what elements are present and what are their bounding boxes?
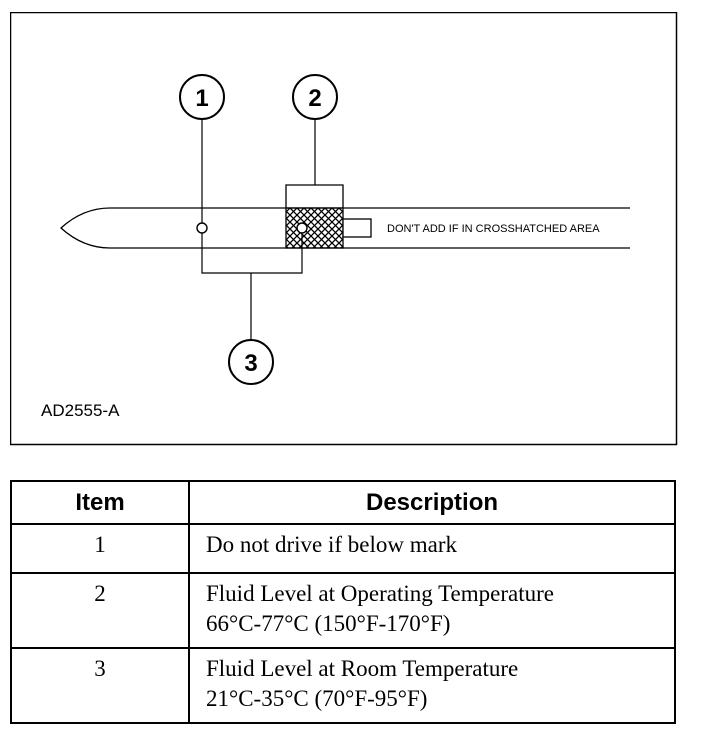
table-row: 1 Do not drive if below mark xyxy=(10,523,676,574)
description-line: 66°C-77°C (150°F-170°F) xyxy=(206,611,451,636)
figure-id: AD2555-A xyxy=(41,401,120,420)
description-line: Do not drive if below mark xyxy=(206,532,458,557)
dipstick-note: DON'T ADD IF IN CROSSHATCHED AREA xyxy=(387,223,600,235)
item-description: Fluid Level at Operating Temperature 66°… xyxy=(188,572,676,649)
callout-2-label: 2 xyxy=(308,85,321,112)
item-description: Do not drive if below mark xyxy=(188,523,676,574)
table-row: 3 Fluid Level at Room Temperature 21°C-3… xyxy=(10,647,676,724)
callout-3: 3 xyxy=(228,339,274,385)
callout-1-label: 1 xyxy=(195,85,208,112)
item-number: 1 xyxy=(10,523,190,574)
item-description: Fluid Level at Room Temperature 21°C-35°… xyxy=(188,647,676,724)
dipstick-figure: DON'T ADD IF IN CROSSHATCHED AREA 1 2 3 … xyxy=(10,12,678,446)
upper-mark-hole xyxy=(296,222,308,234)
item-number: 3 xyxy=(10,647,190,724)
description-line: 21°C-35°C (70°F-95°F) xyxy=(206,686,428,711)
item-number: 2 xyxy=(10,572,190,649)
description-column-header: Description xyxy=(188,480,676,525)
description-line: Fluid Level at Room Temperature xyxy=(206,656,519,681)
table-row: 2 Fluid Level at Operating Temperature 6… xyxy=(10,572,676,649)
dipstick-blade xyxy=(60,207,630,249)
description-line: Fluid Level at Operating Temperature xyxy=(206,581,554,606)
crosshatched-area xyxy=(285,207,344,249)
callout-3-label: 3 xyxy=(244,350,257,377)
callout-1: 1 xyxy=(179,74,225,120)
room-temp-bracket xyxy=(201,233,303,274)
legend-header-row: Item Description xyxy=(10,480,676,525)
note-tab xyxy=(342,218,372,238)
callout-2: 2 xyxy=(292,74,338,120)
item-column-header: Item xyxy=(10,480,190,525)
lower-mark-hole xyxy=(196,222,208,234)
legend-table: Item Description 1 Do not drive if below… xyxy=(10,480,676,724)
